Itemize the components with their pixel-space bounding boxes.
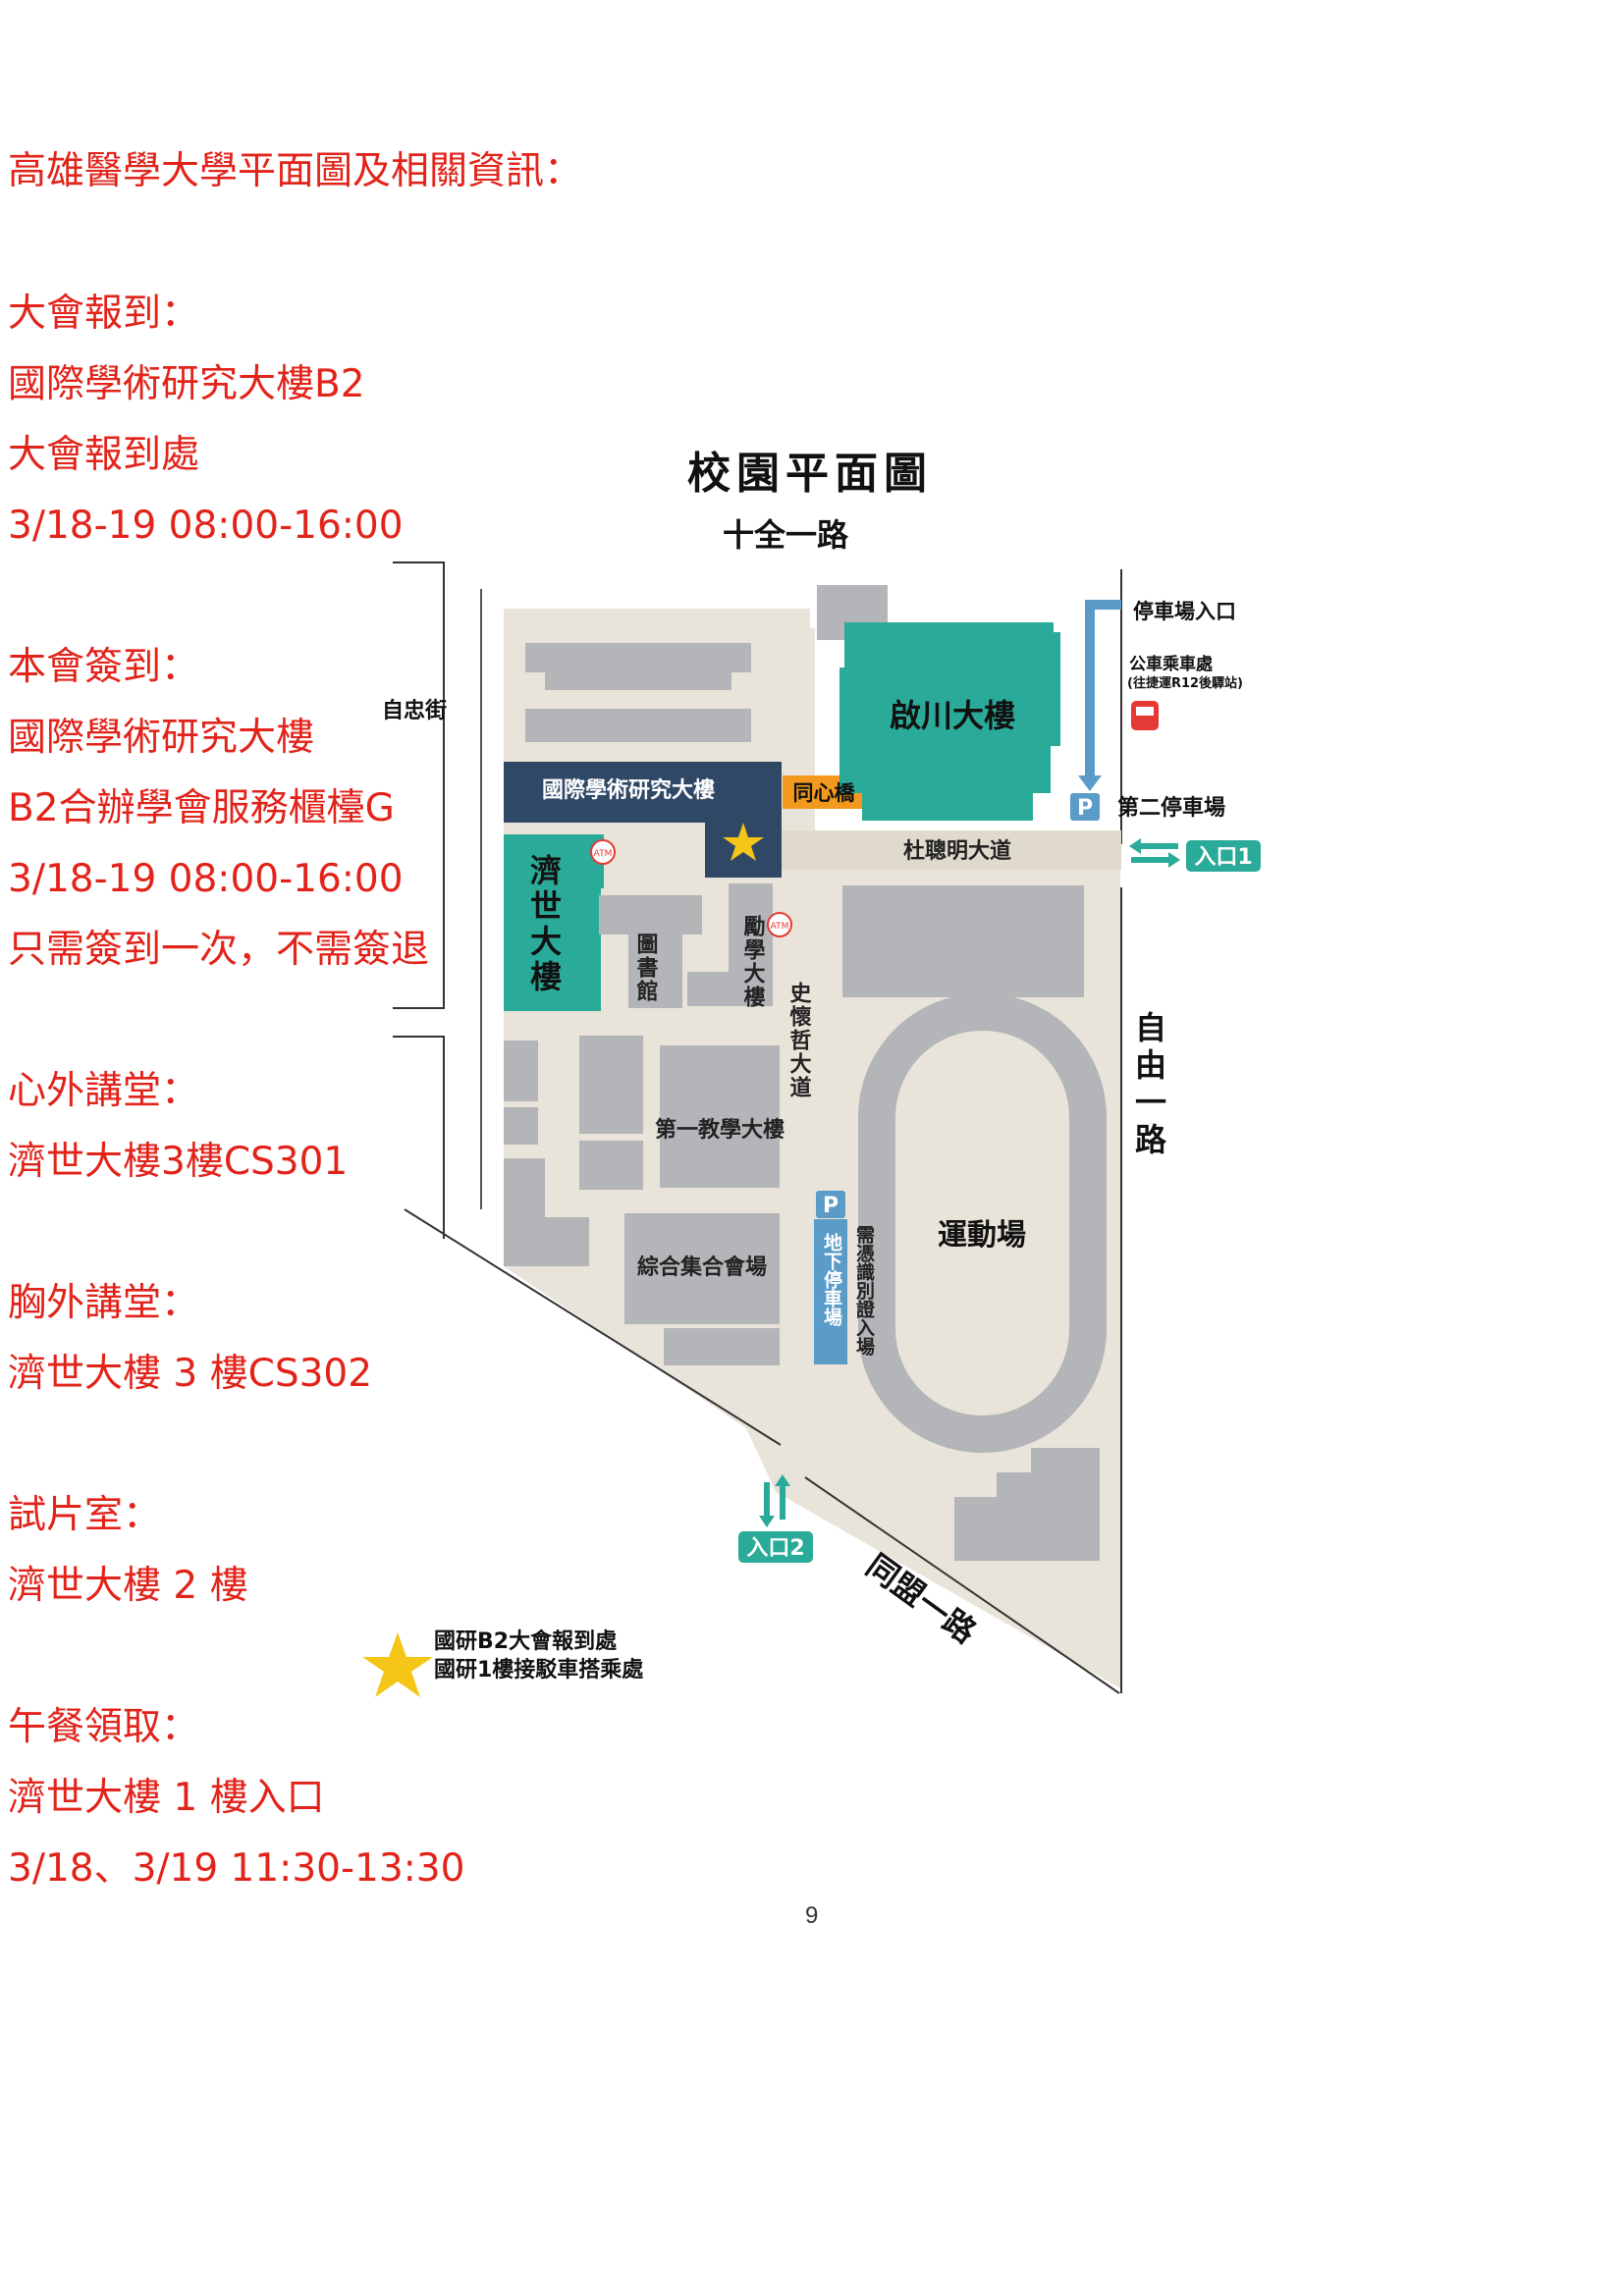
map-title: 校園平面圖: [687, 449, 933, 499]
page-number: 9: [805, 1902, 819, 1929]
jishi-building: [504, 834, 604, 1011]
underground-parking-sign: [816, 1191, 845, 1218]
section-bracket-bottom: [393, 1036, 445, 1239]
section-heading-registration: 大會報到：: [8, 292, 200, 336]
signin-counter: B2合辦學會服務櫃檯G: [8, 786, 395, 830]
boundary-southwest: [404, 1208, 782, 1446]
thoracic-room: 濟世大樓 3 樓CS302: [8, 1352, 373, 1396]
section-heading-lunch: 午餐領取：: [8, 1705, 200, 1749]
jishi-building-label: 濟世大樓: [525, 854, 563, 995]
building-block: [664, 1328, 780, 1365]
atm-label: ATM: [771, 922, 789, 932]
atm-label: ATM: [594, 849, 613, 859]
second-parking-label: 第二停車場: [1117, 795, 1225, 821]
building-block: [504, 1158, 589, 1266]
building-block: [842, 885, 1084, 997]
underground-parking-p: P: [823, 1194, 839, 1218]
atm-icon: [590, 839, 616, 865]
page-heading: 高雄醫學大學平面圖及相關資訊：: [8, 149, 583, 193]
cardiac-room: 濟世大樓3樓CS301: [8, 1140, 349, 1184]
parking-entrance-label: 停車場入口: [1133, 600, 1236, 623]
registration-desk: 大會報到處: [8, 433, 200, 477]
building-block: [525, 709, 751, 742]
boundary-south: [804, 1476, 1120, 1694]
international-building-label: 國際學術研究大樓: [542, 777, 715, 803]
entrance1-badge: [1186, 840, 1261, 872]
second-parking-sign: [1070, 793, 1100, 821]
building-block: [954, 1448, 1100, 1561]
bus-stop-note: (往捷運R12後驛站): [1127, 675, 1243, 691]
section-bracket-top: [393, 561, 445, 1009]
entrance2-arrows-icon: [759, 1474, 790, 1527]
second-parking-p: P: [1077, 796, 1093, 821]
registration-location: 國際學術研究大樓B2: [8, 362, 365, 406]
legend-star-icon: [362, 1632, 433, 1697]
assembly-hall: [624, 1213, 780, 1324]
section-heading-preview: 試片室：: [8, 1493, 162, 1537]
tongxin-bridge-label: 同心橋: [793, 781, 856, 805]
teaching-building-1-label: 第一教學大樓: [655, 1117, 785, 1143]
qinxue-building: [729, 883, 773, 1006]
building-block: [504, 1107, 538, 1145]
signin-location: 國際學術研究大樓: [8, 716, 315, 760]
entrance1-arrows-icon: [1129, 838, 1180, 868]
underground-parking-label: 地下停車場: [821, 1232, 842, 1327]
building-block: [525, 643, 751, 672]
lunch-location: 濟世大樓 1 樓入口: [8, 1776, 325, 1820]
section-heading-signin: 本會簽到：: [8, 645, 200, 689]
library-building: [599, 895, 702, 934]
qichuan-building: [839, 622, 1060, 821]
building-block: [545, 672, 731, 690]
bus-stop-label: 公車乘車處: [1129, 654, 1214, 674]
library-label: 圖書館: [633, 933, 659, 1003]
qichuan-building-label: 啟川大樓: [890, 697, 1015, 734]
legend-line-2: 國研1樓接駁車搭乘處: [434, 1658, 643, 1682]
star-marker-map: [723, 823, 764, 861]
signin-time: 3/18-19 08:00-16:00: [8, 857, 404, 901]
building-block: [579, 1036, 643, 1134]
road-east: 自由一路: [1130, 1011, 1167, 1160]
building-block: [504, 1041, 538, 1101]
stadium-track: [858, 993, 1107, 1453]
preview-room: 濟世大樓 2 樓: [8, 1564, 248, 1608]
parking-entrance-arrow-head: [1078, 775, 1102, 791]
building-block: [579, 1141, 643, 1190]
underground-parking: [814, 1219, 847, 1364]
road-west: 自忠街: [382, 698, 447, 723]
international-building: [504, 762, 782, 823]
underground-parking-note: 需憑識別證入場: [853, 1225, 875, 1357]
section-heading-cardiac: 心外講堂：: [8, 1069, 200, 1113]
bus-icon-window: [1136, 707, 1154, 716]
legend-line-1: 國研B2大會報到處: [434, 1629, 617, 1654]
section-heading-thoracic: 胸外講堂：: [8, 1281, 200, 1325]
lunch-time: 3/18、3/19 11:30-13:30: [8, 1846, 465, 1891]
road-north: 十全一路: [723, 516, 849, 554]
entrance2-badge: [738, 1531, 813, 1563]
library-building-wing: [628, 934, 682, 1008]
atm-icon: [767, 912, 792, 937]
teaching-building-1: [660, 1045, 780, 1188]
parking-entrance-arrow: [1085, 600, 1121, 775]
side-avenue: 史懷哲大道: [786, 982, 812, 1099]
qinxue-building-label: 勵學大樓: [740, 914, 766, 1009]
assembly-hall-label: 綜合集合會場: [637, 1255, 767, 1280]
entrance1-label: 入口1: [1194, 845, 1252, 870]
registration-time: 3/18-19 08:00-16:00: [8, 504, 404, 548]
avenue-band: [717, 830, 1121, 870]
signin-note: 只需簽到一次，不需簽退: [8, 928, 430, 972]
main-avenue: 杜聰明大道: [903, 838, 1011, 864]
entrance2-label: 入口2: [746, 1536, 804, 1561]
stadium-label: 運動場: [938, 1218, 1026, 1253]
qinxue-building-base: [687, 972, 731, 1006]
